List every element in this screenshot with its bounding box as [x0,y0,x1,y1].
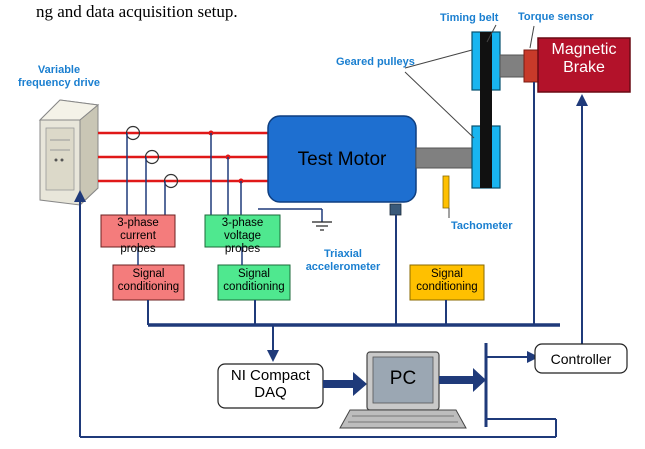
torque-sensor [523,49,539,83]
current-probes-box [100,214,176,248]
pc-label: PC [389,368,417,389]
control-lines [74,94,588,438]
bus-drops [147,82,535,362]
pc-to-controller-arrow [439,368,486,392]
vfd-label: Variable frequency drive [18,64,100,89]
signal-conditioning-box-3 [409,264,485,301]
torque-sensor-label: Torque sensor [518,11,594,23]
tachometer-label: Tachometer [451,220,513,232]
voltage-probes-box [204,214,281,248]
tachometer-sensor [442,175,450,209]
signal-conditioning-box-2 [217,264,291,301]
current-probes-label: 3-phase current probes [117,217,159,256]
voltage-probes-label: 3-phase voltage probes [221,217,264,256]
triaxial-accelerometer-label: Triaxial accelerometer [305,248,381,273]
controller-label: Controller [550,351,612,367]
magnetic-brake-box [537,37,631,93]
pc-computer-icon [339,351,467,429]
probe-leads [126,133,323,222]
geared-pulleys-label: Geared pulleys [336,56,415,68]
signal-conditioning-label-3: Signal conditioning [416,268,478,294]
signal-conditioning-label-1: Signal conditioning [117,268,180,294]
voltage-tap-dots [208,130,244,184]
ground-icon [312,221,332,231]
controller-box [534,343,628,374]
daq-to-pc-arrow [323,372,367,396]
daq-label: NI Compact DAQ [230,367,311,402]
magnetic-brake-label: Magnetic Brake [551,41,617,77]
timing-belt-label: Timing belt [440,12,499,24]
signal-conditioning-box-1 [112,264,185,301]
pulley-assembly [471,31,501,189]
probe-to-conditioning-lines [137,247,243,265]
motor-shaft [415,147,477,169]
torque-sensor-pointer [529,25,535,49]
signal-conditioning-label-2: Signal conditioning [223,268,285,294]
power-lines [98,131,270,183]
test-motor-label: Test Motor [297,149,387,170]
brake-shaft [499,54,525,78]
variable-frequency-drive-icon [38,99,100,207]
accelerometer-sensor [389,203,402,216]
caption-text: ng and data acquisition setup. [36,2,238,21]
pulley-pointers [404,24,497,139]
